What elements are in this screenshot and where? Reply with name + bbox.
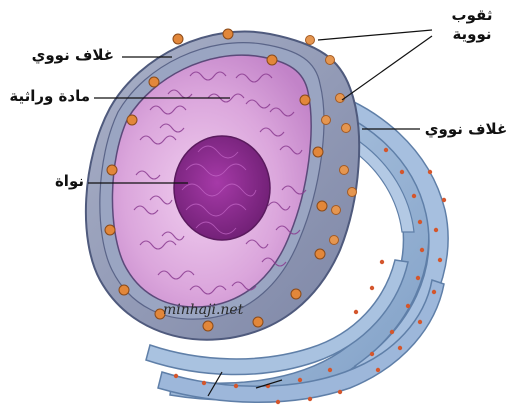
label-nuclear-envelope-right: غلاف نووي (418, 120, 514, 138)
label-nuclear-envelope-left: غلاف نووي (6, 46, 114, 64)
watermark: minhaji.net (163, 302, 243, 318)
nucleolus (174, 136, 270, 240)
label-nuclear-pores: ثقوب نووية (432, 6, 512, 44)
leader-pores-2 (342, 36, 432, 100)
label-nucleolus: نواة (40, 172, 84, 190)
label-nuclear-pores-line1: ثقوب (432, 6, 512, 25)
label-nuclear-pores-line2: نووية (432, 25, 512, 44)
label-chromatin: مادة وراثية (4, 87, 90, 105)
leader-pores-1 (318, 30, 432, 40)
